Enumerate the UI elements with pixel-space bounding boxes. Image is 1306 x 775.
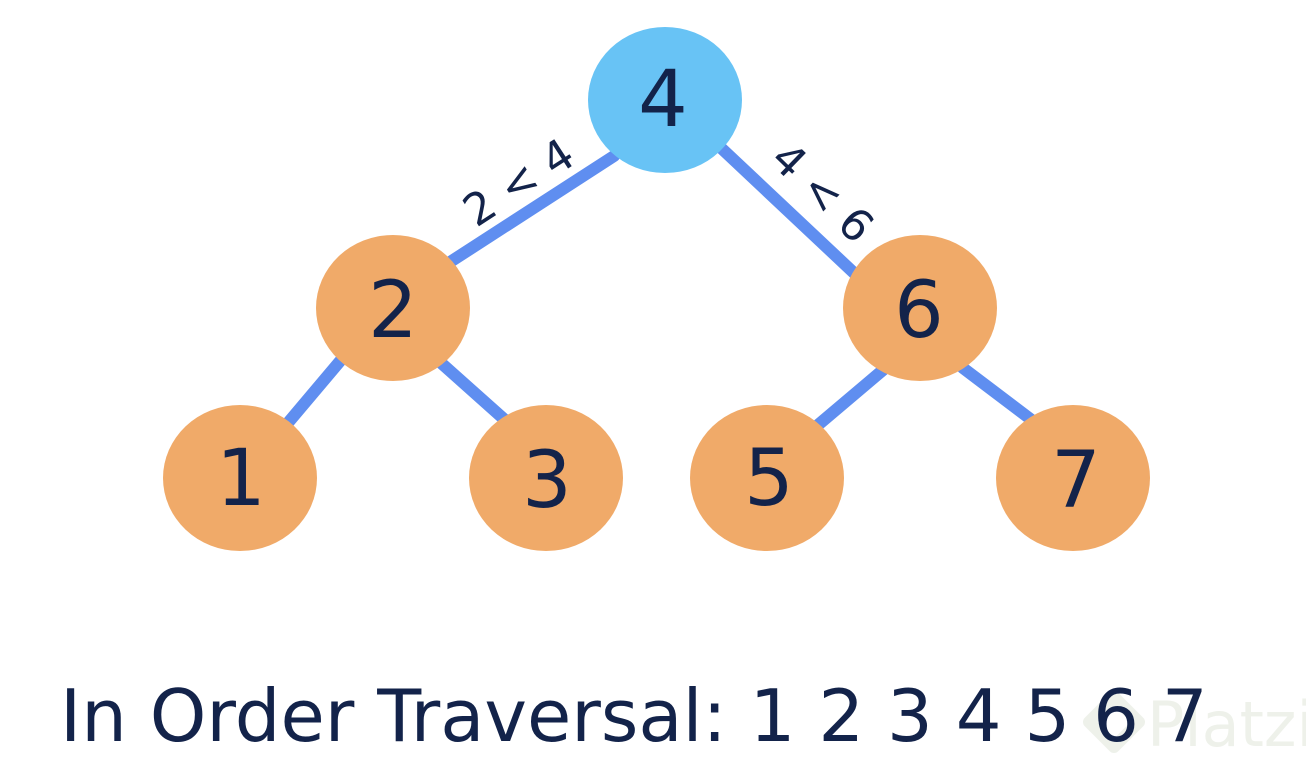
node-leaf-3: 3 <box>469 405 623 551</box>
edge-6-to-5 <box>812 364 889 431</box>
traversal-caption: In Order Traversal: 1 2 3 4 5 6 7 <box>60 674 1208 758</box>
node-leaf-1-circle <box>163 405 317 551</box>
node-right-child: 6 <box>843 235 997 381</box>
edge-4-to-2 <box>441 150 620 270</box>
edge-2-to-1 <box>281 354 347 430</box>
node-leaf-1: 1 <box>163 405 317 551</box>
node-root-label: 4 <box>638 55 688 145</box>
platzi-watermark: Platzi <box>1083 688 1306 761</box>
node-leaf-5: 5 <box>690 405 844 551</box>
watermark-text: Platzi <box>1147 688 1306 761</box>
node-leaf-7-circle <box>996 405 1150 551</box>
node-leaf-7-label: 7 <box>1051 436 1101 526</box>
node-left-child-circle <box>316 235 470 381</box>
node-leaf-3-circle <box>469 405 623 551</box>
node-right-child-label: 6 <box>894 266 944 356</box>
platzi-logo-icon <box>1083 691 1145 753</box>
node-leaf-3-label: 3 <box>522 436 572 526</box>
node-leaf-7: 7 <box>996 405 1150 551</box>
node-leaf-1-label: 1 <box>216 434 266 524</box>
node-right-child-circle <box>843 235 997 381</box>
tree-edges <box>281 140 1039 431</box>
node-root-circle <box>588 27 742 173</box>
edge-4-to-6 <box>713 140 860 279</box>
node-left-child: 2 <box>316 235 470 381</box>
edge-2-to-3 <box>434 356 511 426</box>
node-leaf-5-label: 5 <box>744 434 794 524</box>
node-left-child-label: 2 <box>368 266 418 356</box>
edge-6-to-7 <box>957 362 1039 427</box>
node-leaf-5-circle <box>690 405 844 551</box>
node-root: 4 <box>588 27 742 173</box>
